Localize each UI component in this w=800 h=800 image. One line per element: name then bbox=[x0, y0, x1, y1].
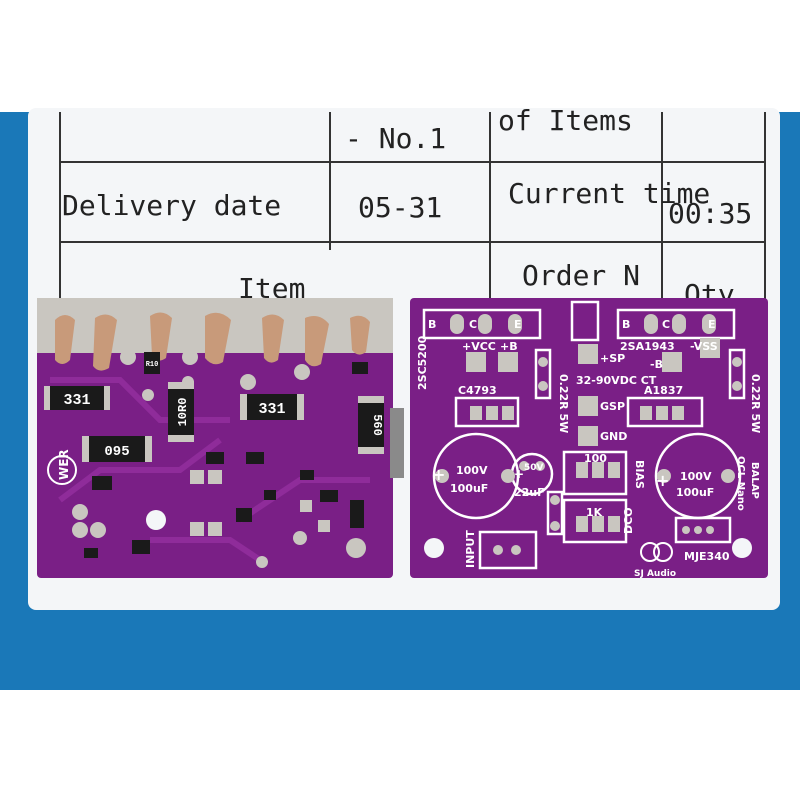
board-name-line2: BALAP bbox=[749, 462, 760, 499]
label-vcc: +VCC bbox=[462, 340, 496, 353]
resistor-331-a: 331 bbox=[44, 386, 110, 410]
resistor-10r0: 10R0 bbox=[168, 382, 194, 442]
cap-left-value: 100uF bbox=[450, 482, 488, 495]
svg-text:095: 095 bbox=[104, 444, 129, 460]
mounting-hole-right-b bbox=[732, 538, 752, 558]
right-pcb: B C E B C E 2SC5200 2SA1943 +VCC +B -VSS… bbox=[410, 298, 768, 579]
svg-text:560: 560 bbox=[370, 414, 384, 436]
pin-b-left: B bbox=[428, 318, 436, 331]
pin-c-left: C bbox=[469, 318, 477, 331]
table-row1-header: of Items bbox=[498, 104, 633, 137]
cap-right-value: 100uF bbox=[676, 486, 714, 499]
driver-a1837: A1837 bbox=[644, 384, 683, 397]
pin-b-right: B bbox=[622, 318, 630, 331]
label-table bbox=[59, 112, 766, 300]
table-time-value: 00:35 bbox=[668, 197, 752, 230]
svg-text:331: 331 bbox=[258, 401, 285, 418]
resistor-022r-left: 0.22R 5W bbox=[557, 374, 570, 433]
edge-connector bbox=[390, 408, 404, 478]
label-supply: 32-90VDC CT bbox=[576, 374, 657, 387]
table-current-time-header: Current time bbox=[508, 177, 710, 210]
trimmer-1k: 1K bbox=[586, 506, 603, 519]
svg-text:+: + bbox=[514, 467, 524, 481]
label-input: INPUT bbox=[464, 530, 477, 568]
silk-outlines bbox=[422, 300, 746, 570]
transistor-2sa1943: 2SA1943 bbox=[620, 340, 675, 353]
label-minus-b: -B bbox=[650, 358, 663, 371]
label-gsp: GSP bbox=[600, 400, 625, 413]
label-vss: -VSS bbox=[690, 340, 718, 353]
cap-small-value: 22uF bbox=[514, 486, 545, 499]
table-delivery-value: 05-31 bbox=[358, 191, 442, 224]
left-pcb: 331 10R0 331 560 095 R10 bbox=[37, 298, 404, 578]
cap-left-voltage: 100V bbox=[456, 464, 488, 477]
driver-c4793: C4793 bbox=[458, 384, 497, 397]
transistor-2sc5200: 2SC5200 bbox=[416, 335, 429, 390]
cap-small-voltage: 50V bbox=[524, 463, 544, 473]
mounting-hole-right-a bbox=[424, 538, 444, 558]
label-plus-sp: +SP bbox=[600, 352, 625, 365]
brand-sj-audio: SJ Audio bbox=[634, 569, 676, 579]
svg-text:R10: R10 bbox=[146, 361, 159, 369]
sj-audio-logo bbox=[640, 542, 673, 562]
solder-pads bbox=[72, 349, 366, 568]
trimmer-100: 100 bbox=[584, 452, 607, 465]
resistor-331-b: 331 bbox=[240, 394, 304, 420]
driver-mje340: MJE340 bbox=[684, 550, 730, 563]
pin-e-left: E bbox=[514, 318, 522, 331]
board-name-line1: OCL Nano bbox=[735, 456, 746, 511]
svg-text:+: + bbox=[432, 465, 445, 484]
copper-pads bbox=[55, 312, 370, 371]
label-plus-b: +B bbox=[500, 340, 518, 353]
cap-polarity-plus: + + + bbox=[432, 465, 669, 490]
smd-transistors bbox=[84, 362, 368, 558]
transistor-pads bbox=[435, 314, 742, 555]
label-bias: BIAS bbox=[633, 460, 646, 489]
resistor-095: 095 bbox=[82, 436, 152, 462]
table-delivery-label: Delivery date bbox=[62, 189, 281, 222]
svg-text:WER: WER bbox=[57, 449, 71, 480]
pin-e-right: E bbox=[708, 318, 716, 331]
table-order-header: Order N bbox=[522, 259, 640, 292]
svg-text:+: + bbox=[656, 471, 669, 490]
svg-text:331: 331 bbox=[63, 392, 90, 409]
label-dco: DCO bbox=[622, 507, 635, 534]
label-gnd: GND bbox=[600, 430, 627, 443]
resistor-560-side: 560 bbox=[358, 396, 384, 454]
svg-text:10R0: 10R0 bbox=[176, 398, 190, 427]
mounting-hole bbox=[146, 510, 166, 530]
resistor-r10: R10 bbox=[144, 352, 160, 374]
resistor-022r-right: 0.22R 5W bbox=[749, 374, 762, 433]
table-row1-value: - No.1 bbox=[345, 122, 446, 155]
cap-right-voltage: 100V bbox=[680, 470, 712, 483]
pin-c-right: C bbox=[662, 318, 670, 331]
wer-logo: WER bbox=[47, 449, 77, 485]
